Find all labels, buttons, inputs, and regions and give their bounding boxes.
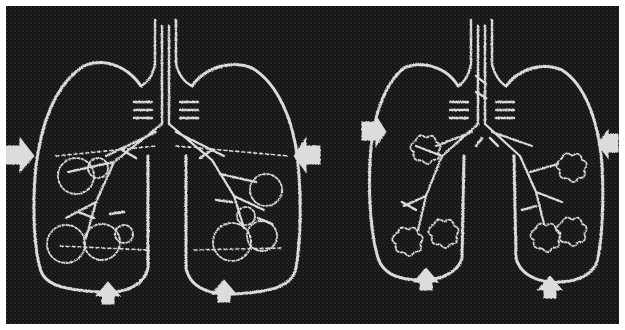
lung-diagram xyxy=(6,6,619,324)
